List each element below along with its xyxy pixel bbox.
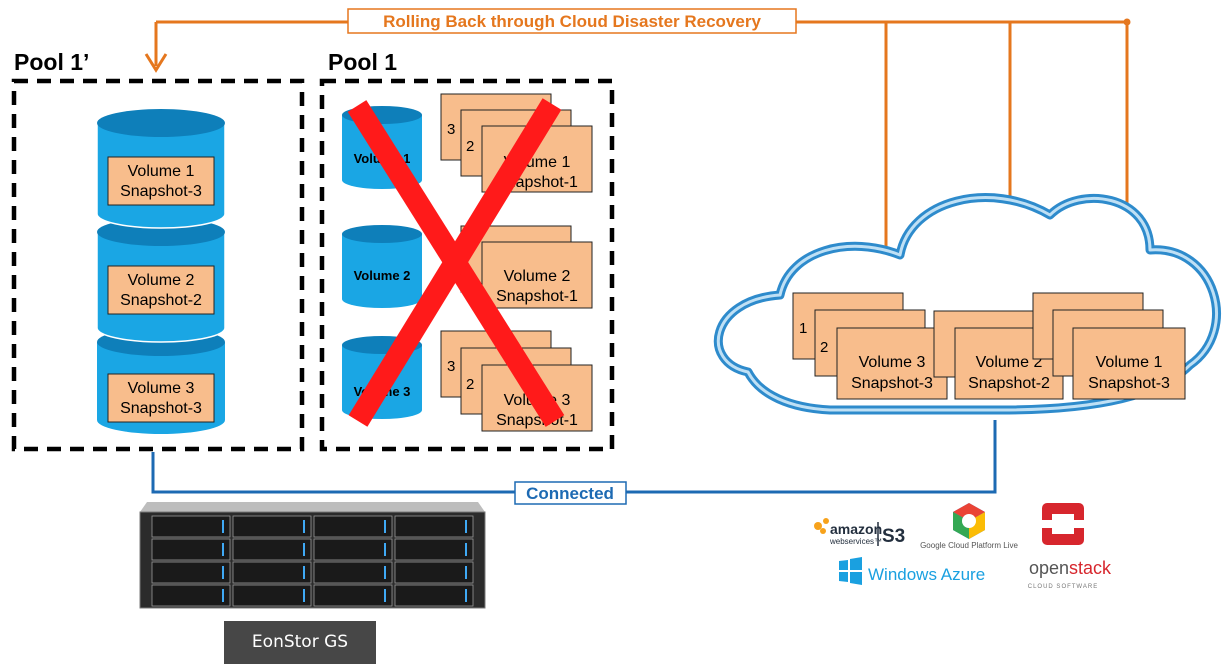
drive-bay-led xyxy=(384,566,386,579)
drive-bay xyxy=(151,538,231,561)
drive-bay xyxy=(151,561,231,584)
drive-bay-led xyxy=(465,589,467,602)
cloud-snapshot-stack-1: 1 2 Volume 3 Snapshot-3 xyxy=(792,292,948,400)
connection-label: Connected xyxy=(526,484,614,503)
pool-right-outline xyxy=(319,78,615,452)
openstack-text-a: open xyxy=(1029,558,1069,578)
failed-snapshot-stack-2: Volume 2 Snapshot-1 xyxy=(460,225,593,309)
drive-bay-led xyxy=(384,543,386,556)
drive-bay-led xyxy=(303,520,305,533)
openstack-text-b: stack xyxy=(1069,558,1112,578)
google-cloud-logo: Google Cloud Platform Live xyxy=(920,503,1018,550)
amazon-brand: amazon xyxy=(830,521,882,537)
drive-bay xyxy=(151,584,231,607)
restored-volume-3-line2: Snapshot-3 xyxy=(120,400,202,417)
drive-bay-led xyxy=(222,589,224,602)
drive-bay xyxy=(232,584,312,607)
drive-bay-led xyxy=(303,589,305,602)
device-label: EonStor GS xyxy=(224,621,376,664)
failed-stack-1-number-a: 3 xyxy=(447,121,455,138)
drive-bay xyxy=(394,561,474,584)
drive-bay xyxy=(313,515,393,538)
drive-bay xyxy=(232,538,312,561)
windows-azure-logo: Windows Azure xyxy=(839,557,985,585)
failed-stack-3-line2: Snapshot-1 xyxy=(496,412,578,429)
restored-volume-stack: Volume 3 Snapshot-3 Volume 2 Snapshot-2 … xyxy=(96,109,226,434)
cloud-stack-1-number-b: 2 xyxy=(820,339,828,356)
restored-volume-3-line1: Volume 3 xyxy=(128,380,195,397)
cloud-stack-2-line2: Snapshot-2 xyxy=(968,375,1050,392)
failure-cross-icon xyxy=(347,98,565,427)
cloud-stack-1-line2: Snapshot-3 xyxy=(851,375,933,392)
failed-pool-contents: Volume 1 Volume 2 Volume 3 3 2 Volume 1 … xyxy=(342,93,593,432)
restored-volume-2-line1: Volume 2 xyxy=(128,272,195,289)
drive-bay xyxy=(313,584,393,607)
drive-bay-led xyxy=(303,543,305,556)
cloud-stack-1-line1: Volume 3 xyxy=(859,354,926,371)
amazon-sub: webservices™ xyxy=(829,537,882,546)
drive-bay xyxy=(394,584,474,607)
pool-left-title: Pool 1’ xyxy=(14,49,89,75)
drive-bay xyxy=(232,515,312,538)
cloud-stack-3-line2: Snapshot-3 xyxy=(1088,375,1170,392)
cloud-stack-2-line1: Volume 2 xyxy=(976,354,1043,371)
openstack-sub: CLOUD SOFTWARE xyxy=(1028,584,1098,590)
drive-bay xyxy=(394,538,474,561)
openstack-logo: openstack CLOUD SOFTWARE xyxy=(1028,503,1112,590)
failed-volume-2-cylinder: Volume 2 xyxy=(342,225,422,308)
failed-stack-2-line2: Snapshot-1 xyxy=(496,288,578,305)
storage-device-icon xyxy=(139,502,486,609)
restored-volume-2-cylinder: Volume 2 Snapshot-2 xyxy=(96,218,226,343)
drive-bay-led xyxy=(222,520,224,533)
failed-stack-2-line1: Volume 2 xyxy=(504,268,571,285)
cloud-stack-1-number-a: 1 xyxy=(799,320,807,337)
drive-bay xyxy=(313,538,393,561)
drive-bay-led xyxy=(222,543,224,556)
failed-stack-3-number-a: 3 xyxy=(447,358,455,375)
drive-bay xyxy=(313,561,393,584)
drive-bay-led xyxy=(384,589,386,602)
drive-bay-led xyxy=(384,520,386,533)
failed-volume-2-label: Volume 2 xyxy=(354,268,411,283)
restored-volume-1-line2: Snapshot-3 xyxy=(120,183,202,200)
drive-bay xyxy=(151,515,231,538)
drive-bay-led xyxy=(465,543,467,556)
cloud-snapshot-stack-2: Volume 2 Snapshot-2 xyxy=(933,310,1064,400)
cloud-stack-3-line1: Volume 1 xyxy=(1096,354,1163,371)
cloud-snapshot-stack-3: Volume 1 Snapshot-3 xyxy=(1032,292,1186,400)
drive-bay-led xyxy=(465,566,467,579)
azure-text: Windows Azure xyxy=(868,565,985,584)
rollback-label-text: Rolling Back through Cloud Disaster Reco… xyxy=(383,12,761,31)
failed-stack-1-number-b: 2 xyxy=(466,138,474,155)
restored-volume-3-cylinder: Volume 3 Snapshot-3 xyxy=(97,328,225,434)
restored-volume-2-line2: Snapshot-2 xyxy=(120,292,202,309)
amazon-s3-logo: amazon webservices™ S3 xyxy=(814,518,905,547)
drive-bay xyxy=(394,515,474,538)
svg-text:openstack: openstack xyxy=(1029,558,1112,578)
restored-volume-1-line1: Volume 1 xyxy=(128,163,195,180)
drive-bay-led xyxy=(222,566,224,579)
pool-right-title: Pool 1 xyxy=(328,49,397,75)
restored-volume-1-cylinder: Volume 1 Snapshot-3 xyxy=(96,109,226,229)
drive-bay-led xyxy=(303,566,305,579)
failed-stack-3-number-b: 2 xyxy=(466,376,474,393)
drive-bay-led xyxy=(465,520,467,533)
drive-bays xyxy=(151,515,474,607)
google-cloud-text: Google Cloud Platform Live xyxy=(920,541,1018,550)
amazon-s3-text: S3 xyxy=(882,526,905,547)
connection-line: Connected xyxy=(151,420,997,505)
pool-left-outline xyxy=(11,78,305,452)
rollback-connector xyxy=(144,18,1131,325)
drive-bay xyxy=(232,561,312,584)
rollback-label: Rolling Back through Cloud Disaster Reco… xyxy=(347,8,797,34)
